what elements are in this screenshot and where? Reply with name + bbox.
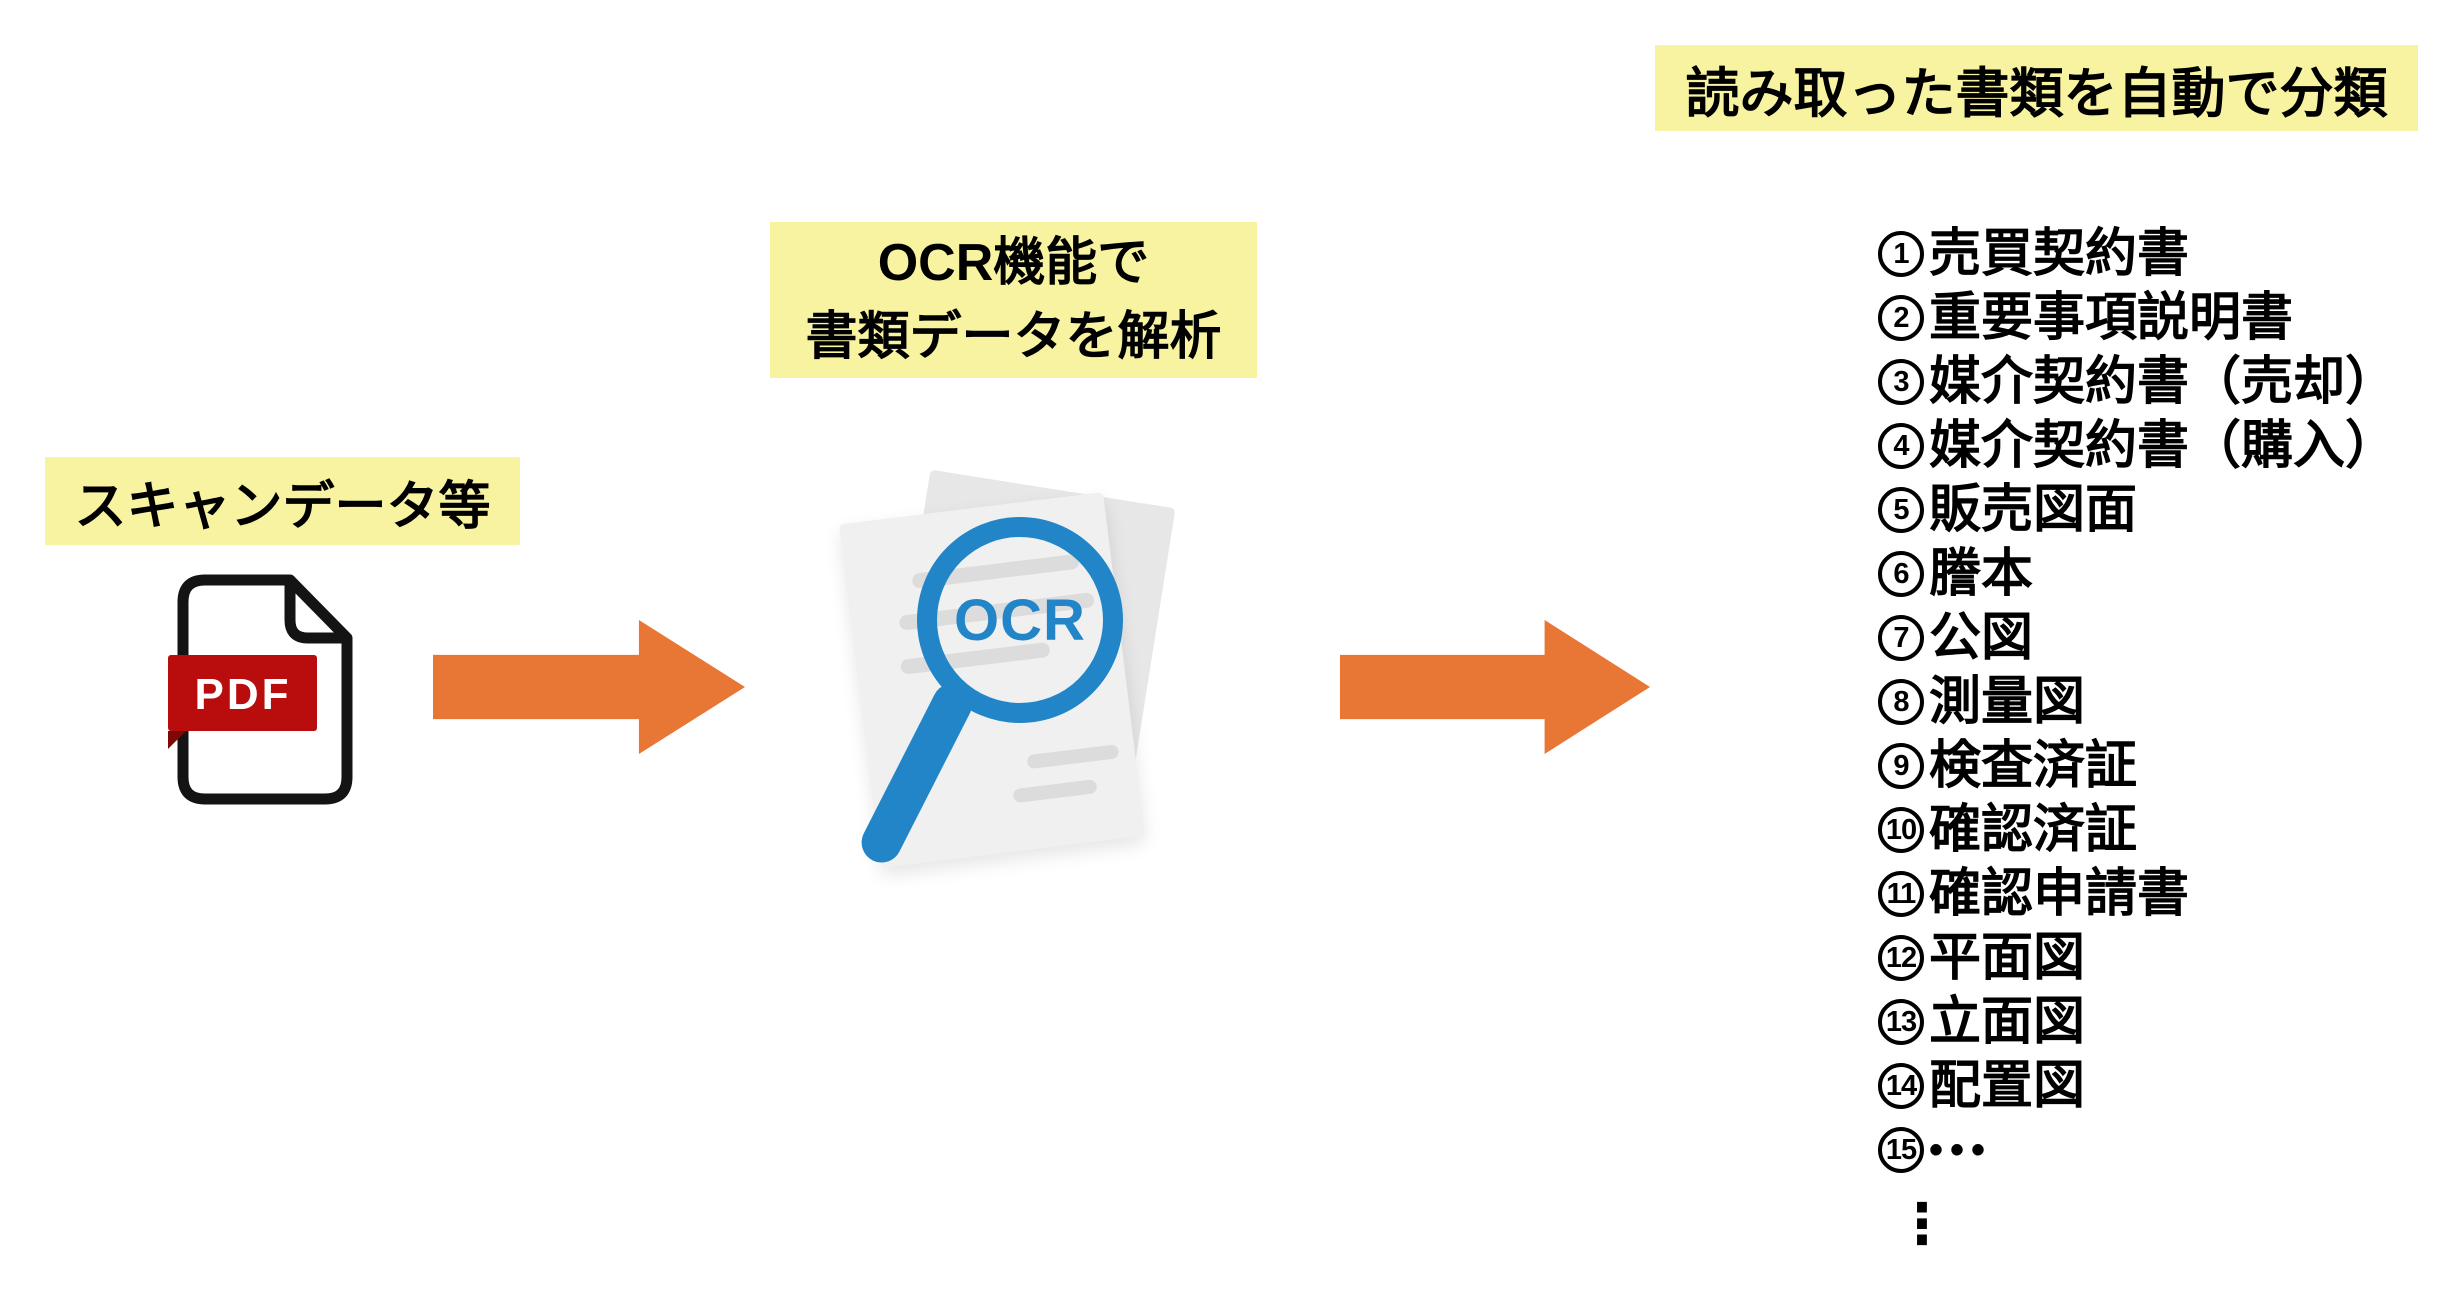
list-item: 8 測量図	[1878, 670, 2397, 734]
list-item-label: 販売図面	[1929, 481, 2138, 539]
list-item-label: 平面図	[1929, 929, 2086, 987]
document-type-list: 1 売買契約書 2 重要事項説明書 3 媒介契約書（売却） 4 媒介契約書（購入…	[1878, 222, 2397, 1268]
pdf-badge-text: PDF	[195, 670, 292, 719]
list-item: 9 検査済証	[1878, 734, 2397, 798]
circled-number: 4	[1878, 423, 1924, 469]
circled-number: 9	[1878, 743, 1924, 789]
circled-number: 13	[1878, 999, 1924, 1045]
list-item: 6 謄本	[1878, 542, 2397, 606]
circled-number: 8	[1878, 679, 1924, 725]
circled-number: 2	[1878, 295, 1924, 341]
list-continuation: ⋮	[1878, 1182, 2397, 1268]
circled-number: 10	[1878, 807, 1924, 853]
pdf-ribbon	[168, 655, 317, 731]
list-item: 2 重要事項説明書	[1878, 286, 2397, 350]
flow-arrow-1	[433, 620, 745, 754]
circled-number: 11	[1878, 871, 1924, 917]
list-item: 13 立面図	[1878, 990, 2397, 1054]
circled-number: 14	[1878, 1063, 1924, 1109]
list-item-label: 重要事項説明書	[1929, 289, 2294, 347]
list-item-label: 媒介契約書（売却）	[1929, 353, 2398, 411]
circled-number: 7	[1878, 615, 1924, 661]
list-item: 14 配置図	[1878, 1054, 2397, 1118]
ocr-step-label-line2: 書類データを解析	[805, 308, 1222, 366]
list-item-label: 売買契約書	[1929, 225, 2190, 283]
list-item-label: 検査済証	[1929, 737, 2138, 795]
list-item: 12 平面図	[1878, 926, 2397, 990]
scan-data-label: スキャンデータ等	[45, 457, 520, 545]
circled-number: 15	[1878, 1127, 1924, 1173]
list-item-label: 立面図	[1929, 993, 2086, 1051]
list-item: 3 媒介契約書（売却）	[1878, 350, 2397, 414]
flow-arrow-2	[1340, 620, 1650, 754]
pdf-ribbon-fold	[168, 731, 186, 749]
circled-number: 1	[1878, 231, 1924, 277]
list-item-label: •••	[1929, 1128, 1993, 1172]
circled-number: 6	[1878, 551, 1924, 597]
list-item-label: 確認済証	[1929, 801, 2138, 859]
list-item-label: 配置図	[1929, 1057, 2086, 1115]
pdf-folded-corner	[284, 580, 347, 644]
list-item-label: 測量図	[1929, 673, 2086, 731]
ocr-lens-text: OCR	[954, 587, 1086, 653]
list-item: 10 確認済証	[1878, 798, 2397, 862]
list-item-label: 確認申請書	[1929, 865, 2190, 923]
list-item-label: 謄本	[1929, 545, 2034, 603]
list-item: 15 •••	[1878, 1118, 2397, 1182]
list-item: 7 公図	[1878, 606, 2397, 670]
list-item: 11 確認申請書	[1878, 862, 2397, 926]
paper-text-line	[1026, 744, 1120, 770]
paper-text-line	[1012, 779, 1098, 804]
list-item: 5 販売図面	[1878, 478, 2397, 542]
pdf-file-icon: PDF	[168, 574, 353, 805]
list-item: 4 媒介契約書（購入）	[1878, 414, 2397, 478]
classify-label: 読み取った書類を自動で分類	[1655, 45, 2418, 131]
ocr-step-label: OCR機能で 書類データを解析	[770, 222, 1257, 378]
list-item-label: 媒介契約書（購入）	[1929, 417, 2398, 475]
ocr-step-label-line1: OCR機能で	[877, 234, 1150, 292]
list-item: 1 売買契約書	[1878, 222, 2397, 286]
ocr-magnifier-icon: OCR	[838, 469, 1176, 875]
vertical-ellipsis: ⋮	[1894, 1192, 1950, 1257]
circled-number: 5	[1878, 487, 1924, 533]
circled-number: 3	[1878, 359, 1924, 405]
circled-number: 12	[1878, 935, 1924, 981]
list-item-label: 公図	[1929, 609, 2034, 667]
